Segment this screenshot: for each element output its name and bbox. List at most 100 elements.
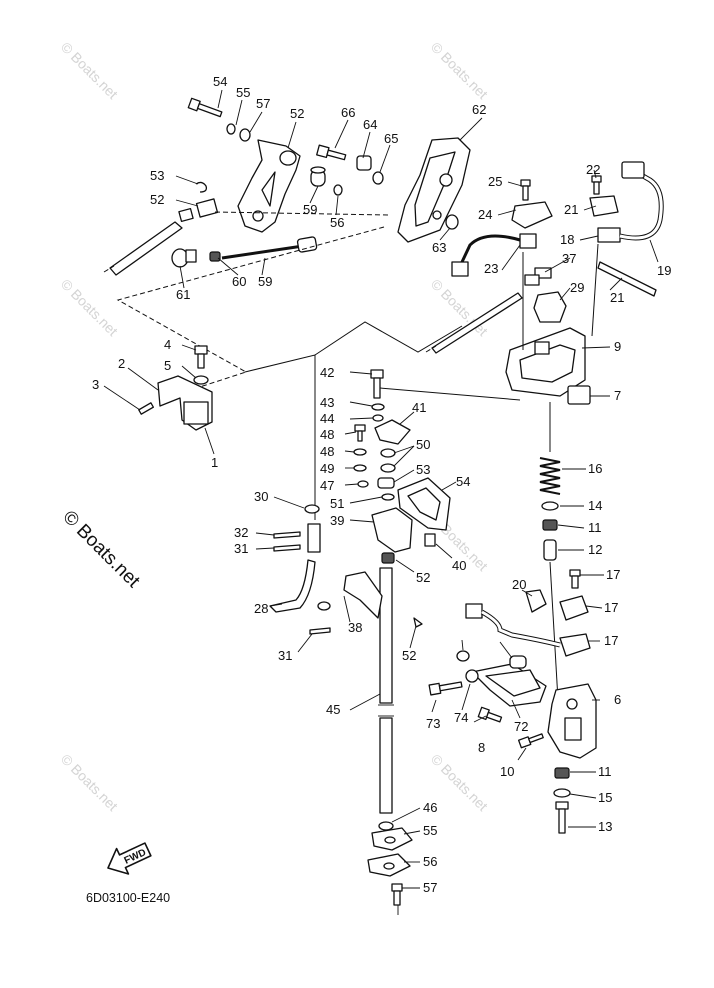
callout-58: 54 bbox=[213, 74, 227, 89]
watermark: © Boats.net bbox=[58, 276, 121, 339]
switch-25 bbox=[519, 233, 537, 249]
leader-lines bbox=[103, 89, 659, 889]
callout-37: 41 bbox=[412, 400, 426, 415]
callout-60: 57 bbox=[256, 96, 270, 111]
bolt-71 bbox=[428, 681, 463, 696]
washer-40 bbox=[372, 414, 384, 422]
oring-42 bbox=[378, 821, 394, 831]
washer-45 bbox=[353, 448, 367, 456]
nut-63 bbox=[209, 251, 221, 262]
callout-71: 73 bbox=[426, 716, 440, 731]
callout-6: 6 bbox=[614, 692, 621, 707]
callout-36: 40 bbox=[452, 558, 466, 573]
callout-2: 2 bbox=[118, 356, 125, 371]
callout-14: 14 bbox=[588, 498, 602, 513]
callout-1: 1 bbox=[211, 455, 218, 470]
callout-7: 7 bbox=[614, 388, 621, 403]
callout-4: 4 bbox=[164, 337, 171, 352]
callout-8: 8 bbox=[478, 740, 485, 755]
washer-59b bbox=[333, 184, 343, 196]
washer-30 bbox=[304, 504, 320, 514]
callout-3: 3 bbox=[92, 377, 99, 392]
washer-43 bbox=[357, 480, 369, 488]
pin-3 bbox=[138, 402, 155, 415]
callout-35: 39 bbox=[330, 513, 344, 528]
callout-44: 48 bbox=[320, 427, 334, 442]
callout-69: 66 bbox=[341, 105, 355, 120]
watermark: © Boats.net bbox=[58, 39, 121, 102]
bolt-24 bbox=[591, 175, 602, 195]
callout-63: 60 bbox=[232, 274, 246, 289]
callout-41: 45 bbox=[326, 702, 340, 717]
callout-72: 74 bbox=[454, 710, 468, 725]
washer-46 bbox=[353, 464, 367, 472]
bracket-1 bbox=[157, 375, 213, 431]
callout-59b: 56 bbox=[330, 215, 344, 230]
bolt-27 bbox=[520, 179, 531, 201]
bolt-44 bbox=[354, 424, 366, 442]
joint-56 bbox=[178, 198, 219, 223]
washer-66 bbox=[445, 214, 459, 230]
part-50 bbox=[377, 477, 395, 489]
dash-line bbox=[214, 211, 389, 216]
frame-line bbox=[379, 387, 521, 401]
bracket-plate-65 bbox=[397, 137, 471, 243]
callout-62: 59 bbox=[258, 274, 272, 289]
end-28 bbox=[317, 601, 331, 611]
callout-32: 32 bbox=[234, 525, 248, 540]
callout-68: 65 bbox=[384, 131, 398, 146]
clip-32 bbox=[273, 531, 301, 539]
callout-46: 49 bbox=[320, 461, 334, 476]
callout-43: 47 bbox=[320, 478, 334, 493]
callout-42: 46 bbox=[423, 800, 437, 815]
callout-16: 17 bbox=[604, 633, 618, 648]
washer-5 bbox=[193, 375, 209, 385]
callout-48: 51 bbox=[330, 496, 344, 511]
fwd-arrow: FWD bbox=[107, 842, 152, 875]
callout-21: 20 bbox=[512, 577, 526, 592]
link-rod-28 bbox=[269, 559, 316, 613]
rod-28-upper bbox=[307, 523, 321, 553]
block-7 bbox=[567, 385, 591, 405]
callout-25: 23 bbox=[484, 261, 498, 276]
callout-28: 28 bbox=[254, 601, 268, 616]
bolt-54 bbox=[391, 883, 403, 906]
callout-24: 22 bbox=[586, 162, 600, 177]
callout-22: 21 bbox=[610, 290, 624, 305]
callout-39: 43 bbox=[320, 395, 334, 410]
callout-12: 12 bbox=[588, 542, 602, 557]
collar-72 bbox=[465, 669, 479, 683]
nut-11 bbox=[542, 519, 558, 531]
callout-47: 50 bbox=[416, 437, 430, 452]
callout-9: 9 bbox=[614, 339, 621, 354]
callouts: 54 55 57 52 66 62 64 65 53 52 59 56 63 6… bbox=[92, 74, 671, 895]
spring-15 bbox=[539, 457, 561, 495]
connector-25 bbox=[451, 261, 469, 277]
callout-51: 54 bbox=[456, 474, 470, 489]
callout-34: 38 bbox=[348, 620, 362, 635]
collar-12 bbox=[543, 539, 557, 561]
right-group bbox=[425, 161, 664, 834]
shaft-41 bbox=[378, 567, 394, 814]
plate-23 bbox=[589, 195, 619, 217]
connector-20 bbox=[621, 161, 645, 179]
throttle-cable bbox=[109, 221, 183, 276]
clip-31 bbox=[273, 544, 301, 552]
callout-5: 5 bbox=[164, 358, 171, 373]
watermark: © Boats.net bbox=[428, 39, 491, 102]
callout-20: 19 bbox=[657, 263, 671, 278]
shift-shaft-group bbox=[244, 321, 521, 915]
washer-47a bbox=[380, 448, 396, 458]
fitting-36 bbox=[424, 533, 436, 547]
callout-38: 42 bbox=[320, 365, 334, 380]
callout-52: 55 bbox=[423, 823, 437, 838]
washer-48a bbox=[381, 493, 395, 501]
callout-30: 30 bbox=[254, 489, 268, 504]
washer-68 bbox=[372, 171, 384, 185]
clip-57 bbox=[195, 181, 208, 193]
callout-23: 21 bbox=[564, 202, 578, 217]
callout-27: 25 bbox=[488, 174, 502, 189]
callout-26: 24 bbox=[478, 207, 492, 222]
callout-53: 56 bbox=[423, 854, 437, 869]
rod-62 bbox=[221, 236, 318, 260]
